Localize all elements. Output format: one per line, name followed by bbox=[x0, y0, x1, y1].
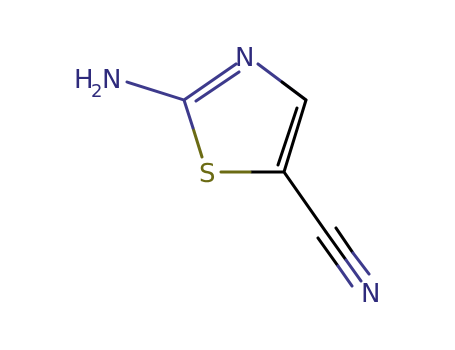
bond-s1-c2-sulfur bbox=[191, 126, 204, 159]
bond-cn-triple-2 bbox=[334, 226, 355, 255]
bond-n3-c4-carbon bbox=[280, 80, 308, 102]
bond-cn-triple-1 bbox=[324, 230, 348, 262]
bond-c5-cn bbox=[282, 170, 328, 234]
bond-s1-c2 bbox=[182, 98, 195, 130]
atom-labels: H 2 N N S N bbox=[74, 43, 380, 309]
bond-cn-triple-3b bbox=[336, 264, 354, 288]
bond-c4-c5-inner bbox=[276, 106, 299, 167]
bond-cn-triple-2b bbox=[351, 251, 371, 276]
amine-h-label: H bbox=[74, 65, 94, 95]
amine-n-label: N bbox=[102, 65, 121, 95]
bond-cn-triple-1b bbox=[344, 258, 363, 283]
ring-sulfur-label: S bbox=[199, 159, 216, 189]
bond-amine-c2 bbox=[125, 80, 186, 102]
amine-subscript-label: 2 bbox=[91, 81, 102, 102]
bond-c4-c5 bbox=[282, 98, 308, 174]
bond-c2-n3 bbox=[182, 62, 238, 102]
ring-nitrogen-label: N bbox=[235, 43, 254, 73]
nitrile-nitrogen-label: N bbox=[361, 279, 380, 309]
bonds bbox=[125, 62, 371, 288]
bond-c2-n3-inner bbox=[194, 70, 241, 103]
bond-cn-triple-3 bbox=[316, 236, 340, 268]
